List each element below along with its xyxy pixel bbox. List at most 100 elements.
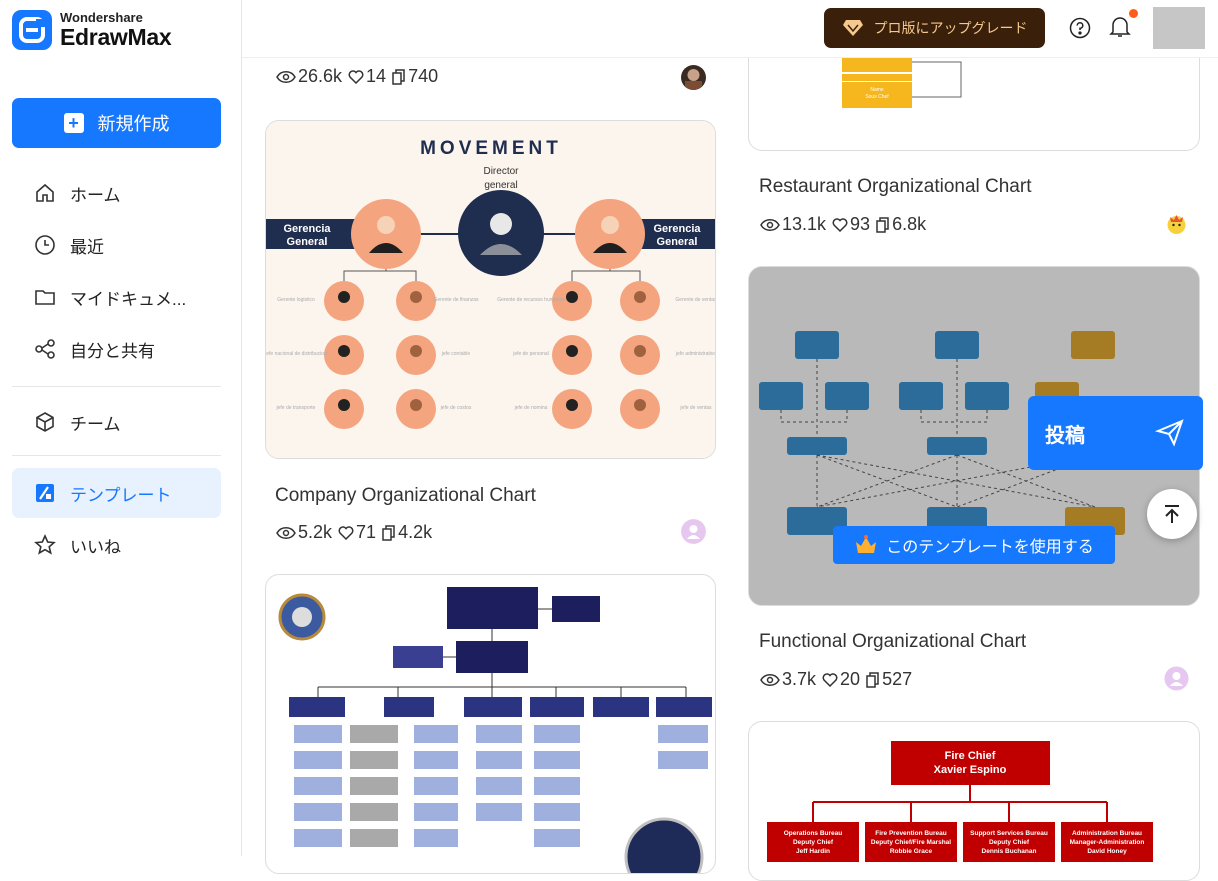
svg-text:jefe de nomina: jefe de nomina xyxy=(514,405,548,411)
author-avatar[interactable] xyxy=(1164,211,1189,236)
bell-icon[interactable] xyxy=(1109,15,1131,39)
post-button[interactable]: 投稿 xyxy=(1028,396,1203,470)
notification-badge xyxy=(1129,9,1138,18)
card-stats-restaurant: 13.1k 93 6.8k xyxy=(760,214,926,235)
author-avatar[interactable] xyxy=(1164,666,1189,691)
svg-text:Sous Chef: Sous Chef xyxy=(865,94,889,100)
svg-text:Deputy Chief/Fire Marshal: Deputy Chief/Fire Marshal xyxy=(871,839,951,846)
sidebar-item-label: いいね xyxy=(70,537,121,557)
eye-icon xyxy=(276,70,296,83)
views-count: 5.2k xyxy=(298,522,333,542)
brand-company: Wondershare xyxy=(60,10,143,25)
copies-count: 527 xyxy=(882,669,913,689)
svg-text:Deputy Chief: Deputy Chief xyxy=(793,839,834,846)
sidebar-divider xyxy=(12,455,221,456)
upgrade-pro-button[interactable]: プロ版にアップグレード xyxy=(824,8,1045,48)
sidebar-item-label: 自分と共有 xyxy=(70,341,155,361)
author-avatar[interactable] xyxy=(681,65,706,90)
heart-icon xyxy=(348,69,364,84)
likes-count: 93 xyxy=(850,214,871,234)
folder-icon xyxy=(35,290,55,305)
svg-text:Jeff Hardin: Jeff Hardin xyxy=(796,848,830,855)
svg-text:Deputy Chief: Deputy Chief xyxy=(989,839,1030,846)
crown-icon xyxy=(856,535,877,553)
edrawmax-logo-icon xyxy=(12,10,52,50)
user-avatar[interactable] xyxy=(1153,7,1205,49)
send-icon xyxy=(1155,419,1184,447)
plus-icon: + xyxy=(63,113,84,133)
svg-text:jefe de personal: jefe de personal xyxy=(512,351,549,357)
brand[interactable]: Wondershare EdrawMax xyxy=(12,10,172,50)
use-template-label: このテンプレートを使用する xyxy=(886,539,1094,556)
share-icon xyxy=(35,339,55,359)
template-title-functional[interactable]: Functional Organizational Chart xyxy=(759,631,1027,652)
copies-count: 6.8k xyxy=(892,214,927,234)
cube-icon xyxy=(36,412,54,432)
card-stats-functional: 3.7k 20 527 xyxy=(760,669,912,690)
svg-text:General: General xyxy=(287,236,328,248)
svg-text:Administration Bureau: Administration Bureau xyxy=(1072,830,1142,837)
fire-chief-name: Xavier Espino xyxy=(934,764,1007,776)
svg-text:David Honey: David Honey xyxy=(1087,848,1127,855)
card-stats-top-left: 26.6k 14 740 xyxy=(276,66,438,87)
post-label: 投稿 xyxy=(1045,424,1085,447)
heart-icon xyxy=(822,672,838,687)
sidebar-item-likes[interactable]: いいね xyxy=(12,520,221,570)
help-icon[interactable] xyxy=(1069,17,1091,39)
likes-count: 20 xyxy=(840,669,861,689)
sidebar-nav-team: チーム xyxy=(12,397,221,449)
svg-text:Name: Name xyxy=(870,87,884,93)
template-title-company[interactable]: Company Organizational Chart xyxy=(275,485,536,506)
template-card-defense-thumbnail[interactable] xyxy=(265,574,716,874)
sidebar-item-label: マイドキュメ... xyxy=(70,289,187,309)
copy-icon xyxy=(382,524,395,541)
sidebar-item-shared[interactable]: 自分と共有 xyxy=(12,324,221,374)
svg-text:General: General xyxy=(657,236,698,248)
author-avatar[interactable] xyxy=(681,519,706,544)
top-bar: プロ版にアップグレード xyxy=(242,0,1218,58)
svg-text:Robbie Grace: Robbie Grace xyxy=(890,848,933,855)
eye-icon xyxy=(760,673,780,686)
template-icon xyxy=(36,484,54,502)
svg-text:Dennis Buchanan: Dennis Buchanan xyxy=(982,848,1037,855)
sidebar-item-recent[interactable]: 最近 xyxy=(12,220,221,270)
sidebar-item-label: テンプレート xyxy=(70,485,172,505)
svg-text:jefe de costos: jefe de costos xyxy=(440,405,472,411)
sidebar: Wondershare EdrawMax + 新規作成 ホーム 最近 マイドキュ… xyxy=(0,0,242,856)
sidebar-item-home[interactable]: ホーム xyxy=(12,168,221,218)
copy-icon xyxy=(866,671,879,688)
sidebar-item-label: ホーム xyxy=(70,185,121,205)
arrow-up-icon xyxy=(1165,505,1179,523)
copy-icon xyxy=(876,216,889,233)
restaurant-chart-preview: Name Sous Chef xyxy=(842,56,962,108)
new-document-label: 新規作成 xyxy=(97,114,170,134)
template-card-company-thumbnail[interactable]: MOVEMENT Director general Gerencia Gener… xyxy=(265,120,716,459)
views-count: 26.6k xyxy=(298,66,343,86)
movement-heading: MOVEMENT xyxy=(420,138,562,159)
sidebar-item-templates[interactable]: テンプレート xyxy=(12,468,221,518)
defense-chart-preview xyxy=(278,587,712,873)
clock-icon xyxy=(35,235,55,255)
template-card-fire-thumbnail[interactable]: Fire Chief Xavier Espino Operations Bure… xyxy=(748,721,1200,881)
company-chart-preview: MOVEMENT Director general Gerencia Gener… xyxy=(266,121,716,458)
upgrade-pro-label: プロ版にアップグレード xyxy=(873,20,1028,36)
svg-text:jefe administrativo: jefe administrativo xyxy=(675,351,716,357)
back-to-top-button[interactable] xyxy=(1147,489,1197,539)
fire-chief-title: Fire Chief xyxy=(945,750,996,762)
home-icon xyxy=(36,183,54,202)
likes-count: 14 xyxy=(366,66,387,86)
copies-count: 4.2k xyxy=(398,522,433,542)
diamond-icon xyxy=(842,20,863,36)
template-title-restaurant[interactable]: Restaurant Organizational Chart xyxy=(759,176,1032,197)
use-template-button[interactable]: このテンプレートを使用する xyxy=(833,526,1115,564)
likes-count: 71 xyxy=(356,522,377,542)
new-document-button[interactable]: + 新規作成 xyxy=(12,98,221,148)
views-count: 3.7k xyxy=(782,669,817,689)
sidebar-item-label: チーム xyxy=(70,414,121,434)
svg-text:Manager-Administration: Manager-Administration xyxy=(1070,839,1145,846)
sidebar-item-team[interactable]: チーム xyxy=(12,397,221,447)
views-count: 13.1k xyxy=(782,214,827,234)
sidebar-item-my-documents[interactable]: マイドキュメ... xyxy=(12,272,221,322)
svg-text:Gerente de recursos humanos: Gerente de recursos humanos xyxy=(497,297,565,303)
fire-chart-preview: Fire Chief Xavier Espino Operations Bure… xyxy=(767,741,1153,862)
